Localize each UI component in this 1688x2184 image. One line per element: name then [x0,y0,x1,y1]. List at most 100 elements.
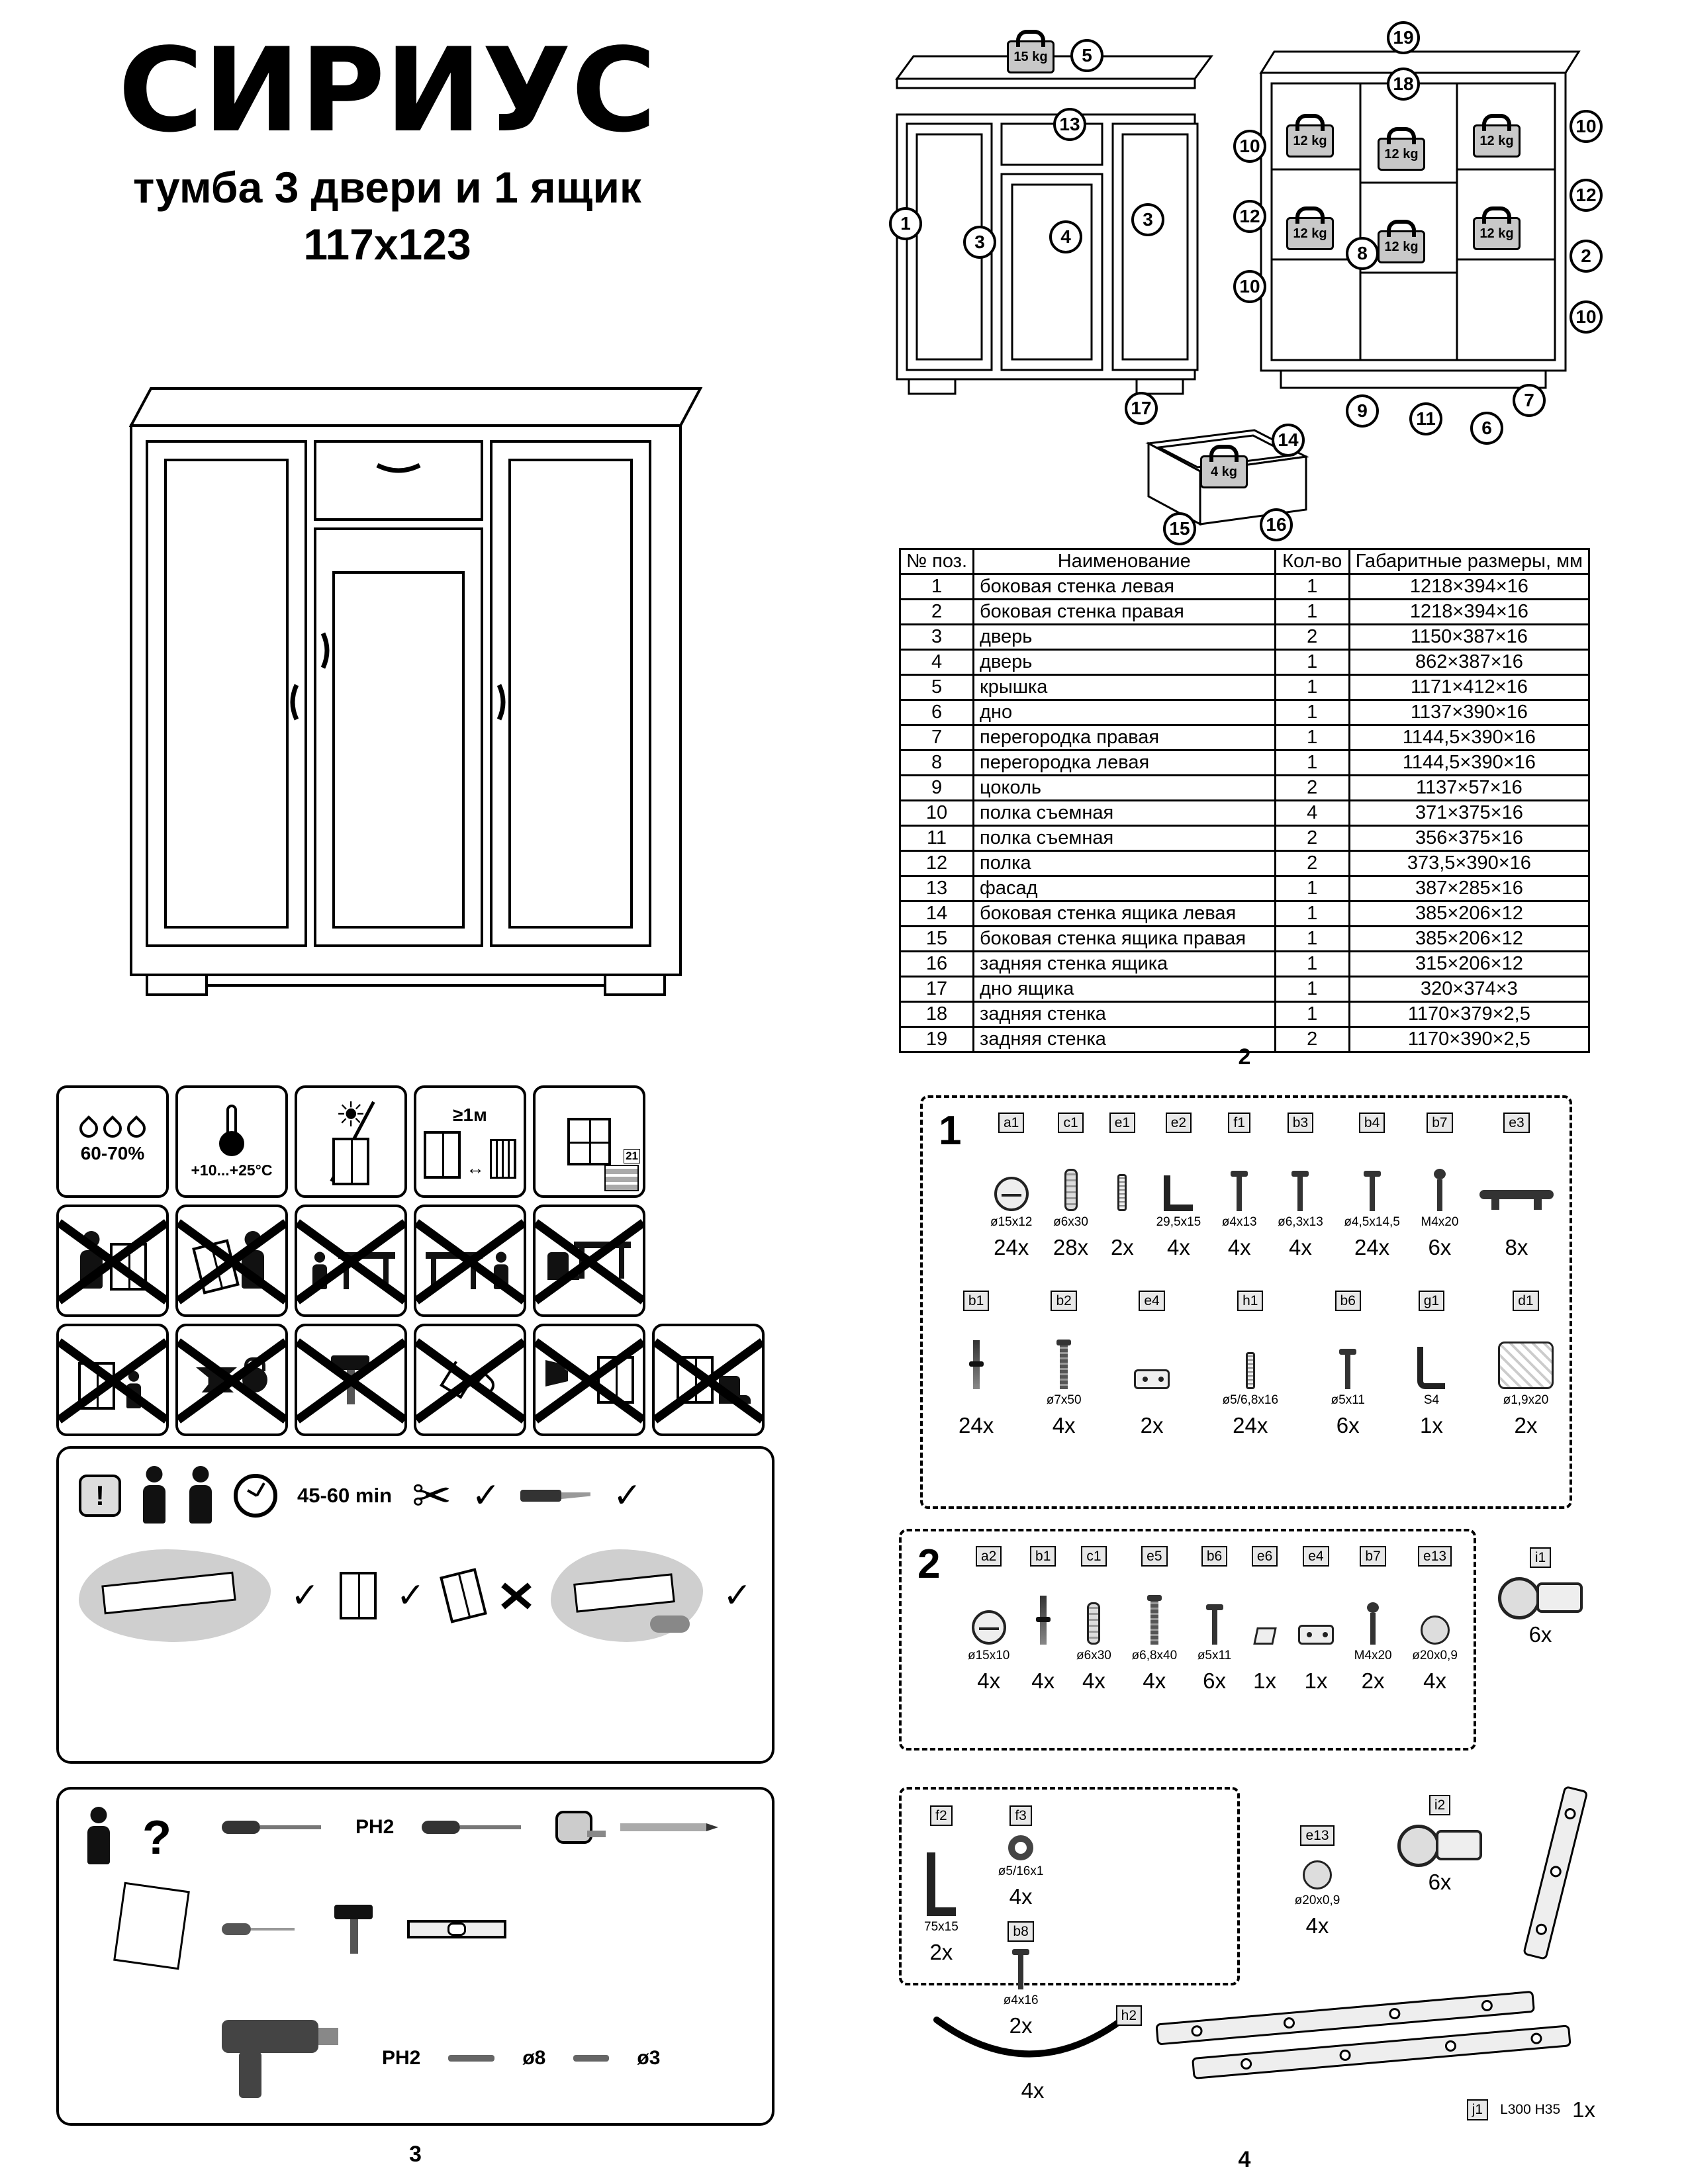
hardware-qty: 4x [1289,1235,1312,1260]
no-drag-icon [56,1205,169,1317]
cabinet-mini-icon [332,1138,369,1185]
hardware-row: b1 24x b2 ø7x50 4x e4 2x h1 [959,1291,1554,1438]
cell-name: боковая стенка левая [972,573,1276,600]
hardware-label: e13 [1300,1825,1335,1846]
hardware-label: b1 [962,1291,990,1312]
hardware-size: ø6x30 [1053,1215,1088,1230]
hardware-icon [1134,1315,1170,1390]
callout-11: 11 [1409,402,1442,435]
hardware-label: b2 [1051,1291,1077,1312]
parts-table: № поз. Наименование Кол-во Габаритные ра… [898,548,1591,1053]
cell-position: 8 [898,749,975,776]
hardware-item-e13: e13 ø20x0,9 4x [1261,1825,1374,1938]
cell-size: 862×387×16 [1348,649,1591,676]
cell-qty: 1 [1274,674,1350,701]
cell-qty: 1 [1274,1001,1350,1028]
table-row: 1 боковая стенка левая 1 1218×394×16 [898,573,1591,600]
hardware-size: ø20x0,9 [1294,1893,1340,1908]
hardware-icon [1060,1315,1068,1390]
step-number-2: 2 [917,1541,941,1587]
hardware-qty: 4x [977,1668,1001,1694]
no-overload-icon [175,1324,288,1436]
hardware-size: ø6,3x13 [1278,1215,1323,1230]
callout-8: 8 [1346,237,1379,270]
table-row: 9 цоколь 2 1137×57×16 [898,774,1591,801]
cell-qty: 1 [1274,699,1350,726]
hardware-item: e5 ø6,8x40 4x [1132,1546,1177,1694]
drawer-rail-piece [1516,1779,1595,1971]
weight-icon: 12 kg [1378,220,1425,263]
hardware-label: h1 [1237,1291,1264,1312]
hardware-qty: 4x [1021,2078,1045,2103]
callout-10c: 10 [1570,110,1603,143]
hardware-label: a1 [998,1113,1025,1134]
picto-row-2 [56,1205,765,1317]
cell-qty: 1 [1274,649,1350,676]
worker-icon [187,1466,214,1525]
cell-qty: 2 [1274,850,1350,877]
cell-position: 17 [898,976,975,1003]
table-row: 11 полка съемная 2 356×375×16 [898,825,1591,852]
table-row: 8 перегородка левая 1 1144,5×390×16 [898,749,1591,776]
hardware-qty: 4x [1009,1884,1033,1909]
cell-position: 6 [898,699,975,726]
hardware-label: e2 [1165,1113,1192,1134]
prohibition-cross-icon [59,1326,166,1433]
assembly-time: 45-60 min [297,1484,393,1507]
cell-qty: 1 [1274,925,1350,952]
cell-position: 7 [898,724,975,751]
hardware-qty: 4x [1227,1235,1251,1260]
callout-5: 5 [1070,39,1103,72]
hardware-qty: 8x [1505,1235,1528,1260]
cell-size: 1171×412×16 [1348,674,1591,701]
no-tip-icon [175,1205,288,1317]
table-row: 3 дверь 2 1150×387×16 [898,623,1591,651]
hardware-icon [1087,1570,1101,1645]
hardware-label: b7 [1427,1113,1453,1134]
hand-icon [650,1615,690,1633]
hardware-item-f2: f2 75x15 2x [924,1805,959,2038]
cell-position: 18 [898,1001,975,1028]
hardware-label: b6 [1335,1291,1361,1312]
care-pictograms: 60-70% +10...+25°C ☀ ≥1м ↔ 21 [56,1085,765,1443]
hardware-qty: 6x [1528,1622,1552,1647]
hardware-qty: 4x [1031,1668,1055,1694]
drill-bit-icon [573,2055,610,2062]
drawer-box-svg [1145,429,1309,526]
hardware-item: b6 ø5x11 6x [1331,1291,1365,1438]
hardware-item: e2 29,5x15 4x [1156,1113,1201,1260]
drill-size-small: ø3 [637,2047,661,2069]
cell-size: 356×375×16 [1348,825,1591,852]
heat-distance-icon: ≥1м ↔ [414,1085,526,1198]
no-lean-icon [414,1205,526,1317]
callout-15: 15 [1163,512,1196,545]
hardware-qty: 1x [1420,1413,1443,1438]
hardware-size: M4x20 [1354,1649,1392,1663]
check-icon: ✓ [612,1476,642,1516]
cabinet-front-drawing [113,374,708,1019]
weight-icon: 12 kg [1286,114,1334,158]
hardware-qty: 28x [1053,1235,1089,1260]
cell-size: 1150×387×16 [1348,623,1591,651]
table-row: 10 полка съемная 4 371×375×16 [898,799,1591,827]
prohibition-cross-icon [416,1207,524,1314]
product-size: 117x123 [303,220,471,269]
cell-position: 3 [898,623,975,651]
prohibition-cross-icon [297,1207,404,1314]
hardware-item: b2 ø7x50 4x [1047,1291,1082,1438]
exploded-front-diagram: 15 kg 5 13 1 3 4 3 [877,30,1235,427]
hardware-qty: 1x [1253,1668,1276,1694]
hardware-size: ø15x10 [968,1649,1010,1663]
callout-2: 2 [1570,240,1603,273]
screwdriver-icon [222,1821,328,1834]
col-size: Габаритные размеры, мм [1348,548,1591,575]
hardware-size: 75x15 [924,1920,959,1934]
hardware-label: i2 [1429,1795,1451,1816]
hardware-panel-3: f2 75x15 2x f3 ø5/16x1 4x b8 ø4x16 2x [899,1787,1240,2038]
arrow-icon: ↔ [466,1158,485,1178]
cell-name: задняя стенка ящика [972,950,1276,978]
screw-icon [1018,1955,1024,1990]
cell-size: 1144,5×390×16 [1348,724,1591,751]
hardware-panel-1: 1 a1 ø15x12 24x c1 ø6x30 28x e1 2x [920,1095,1572,1509]
hardware-icon [968,1315,984,1390]
